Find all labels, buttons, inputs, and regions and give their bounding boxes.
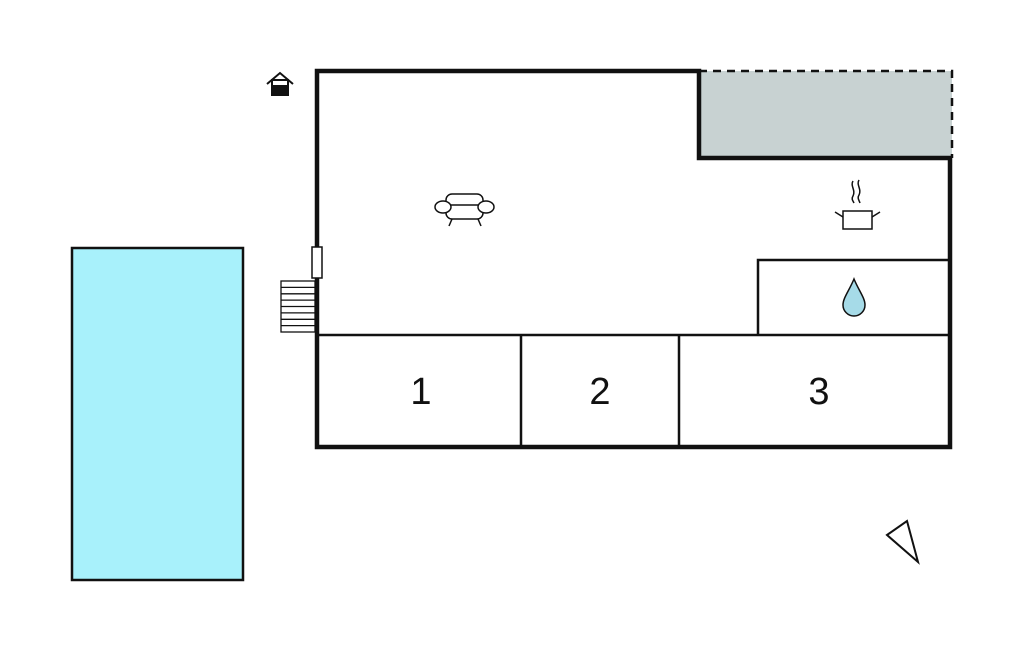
entrance-door (311, 246, 323, 279)
room-label-3: 3 (808, 371, 829, 413)
cooking-pot-icon (834, 179, 881, 230)
home-entrance-icon (266, 71, 294, 96)
bathroom-wall (756, 258, 950, 335)
swimming-pool (70, 246, 245, 582)
terrace (699, 71, 952, 158)
house-outer-wall (314, 68, 953, 450)
sofa-icon (434, 193, 495, 227)
room-label-1: 1 (410, 371, 431, 413)
terrace-dashed-edge (699, 69, 954, 158)
compass-arrow-icon (885, 519, 920, 565)
entrance-steps (280, 280, 316, 333)
room-label-2: 2 (589, 371, 610, 413)
water-drop-icon (842, 277, 866, 317)
